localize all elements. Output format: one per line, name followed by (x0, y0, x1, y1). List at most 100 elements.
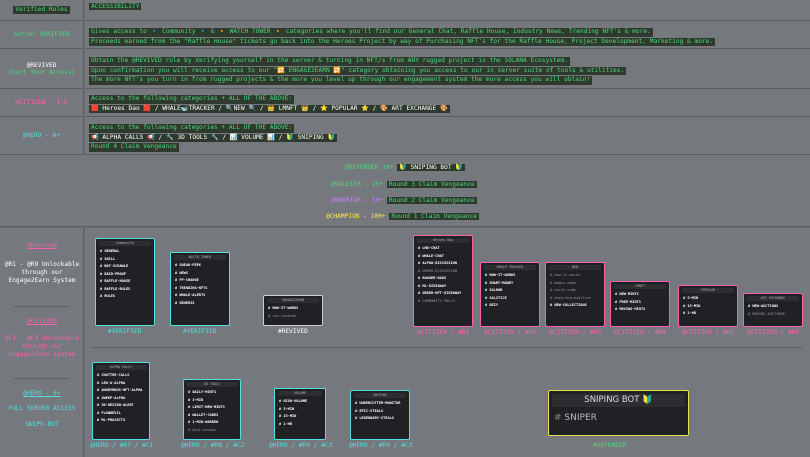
channel-item[interactable]: # NEW-COLLECTIONS (550, 303, 587, 307)
channel-item[interactable]: # FLOWDEVIL (97, 410, 121, 415)
channel-item[interactable]: # 5-MIN (683, 296, 699, 300)
category-header[interactable]: POPULAR (682, 288, 734, 293)
channel-item[interactable]: # mint-hounds (188, 427, 217, 432)
channel-item[interactable]: # MOVING-MINTS (615, 307, 646, 311)
channel-item[interactable]: # ALPHA-DISCUSSION (418, 261, 457, 265)
channel-item[interactable]: # 1-HR (683, 311, 696, 315)
channel-item[interactable]: # RAID-PROOF (100, 271, 126, 276)
channel-item[interactable]: # CHATTER-CALLS (97, 373, 130, 377)
left-hero-title: @HERO - 6+ (23, 390, 61, 397)
channel-item[interactable]: # NEWS (175, 270, 188, 275)
channel-item[interactable]: # FP-CHANGE (175, 278, 199, 282)
category-header[interactable]: SNIPING (354, 393, 406, 398)
channel-item[interactable]: # RAFFLE-HOUSE (100, 279, 131, 283)
channel-item[interactable]: # ML-GIVEAWAY (418, 283, 447, 288)
channel-item[interactable]: # RANGER-DAOS (418, 276, 447, 280)
channel-item[interactable]: # HOW-IT-WORKS (485, 273, 516, 277)
channel-item[interactable]: # WHALE-CHAT (418, 253, 444, 258)
channel-item[interactable]: # how-it-works (550, 273, 581, 277)
category-header[interactable]: 3D TOOLS (187, 382, 237, 387)
channel-item[interactable]: # 3D-DESIGN-ALERT (97, 403, 134, 407)
channel-item[interactable]: # LMD-CHAT (418, 246, 440, 250)
sniping-bot-title: SNIPING BOT (584, 395, 640, 405)
category-header[interactable]: LMNFT (614, 284, 666, 289)
channel-item[interactable]: # RAFFLE-RULES (100, 286, 131, 291)
row2-card-3: SNIPING # UNDERCUTTER-MONITOR # EPIC-STEAL… (350, 390, 410, 440)
hero-label-cell: @HERO - 6+ (0, 117, 84, 155)
channel-item[interactable]: # GENERIX (175, 300, 195, 305)
channel-item[interactable]: # BOT-SCRAWLE (100, 264, 129, 268)
left-citizen-block: @CITIZEN @C1 - @C3 Unlockable through ou… (4, 318, 80, 359)
channel-item[interactable]: # NEW-AUCTIONS (748, 304, 779, 308)
channel-item[interactable]: # LIMIT-NEW-MINTS (188, 405, 225, 409)
channel-item[interactable]: # HIGH-VOLUME (279, 399, 308, 403)
channel-item[interactable]: # 3-MIN (188, 397, 204, 402)
verified-label-cell: Server VERIFIED (0, 21, 84, 49)
channel-item[interactable]: # SOLHUB (485, 288, 503, 292)
row2-caption-1: @HERO / #R8 / #C2 (181, 442, 245, 449)
category-header[interactable]: Community (99, 241, 151, 246)
row1-caption-4: @CITIZEN / #R2 (484, 329, 537, 336)
channel-item[interactable]: # NEW-MINTS (615, 292, 639, 296)
channel-item[interactable]: # EPIC-STEALS (355, 408, 384, 413)
channel-item[interactable]: # use-rewards (268, 313, 297, 318)
channel-item[interactable]: # MOVING-AUCTIONS (748, 311, 785, 316)
channel-item[interactable]: # SWEEP-ALPHA (97, 395, 126, 400)
category-header[interactable]: WHALE TRACKER (484, 265, 536, 270)
channel-item[interactable]: # SNEAK-PEEK (175, 263, 201, 267)
category-header[interactable]: Heroes Dao (417, 238, 469, 243)
revived-sort-link[interactable]: (Sort Your Access) (7, 68, 76, 76)
channel-item[interactable]: # 5-MIN (279, 406, 295, 411)
channel-item[interactable]: # GENERAL (100, 249, 120, 253)
rank-defender: @DEFENDER 10+ 🔰 SNIPING BOT 🔰 (345, 164, 466, 173)
citizen-label: @CITIZEN - 1-5 (15, 99, 68, 106)
rank-soldier-role: @SOLDIER - 25+ (331, 181, 384, 188)
channel-item[interactable]: # TRENDING-NFTS (175, 285, 208, 290)
channel-item[interactable]: # SMART-MONEY (485, 280, 514, 285)
channel-item[interactable]: # DEZY (485, 303, 498, 307)
channel-item[interactable]: # LED-A-ALPHA (97, 380, 126, 385)
channel-item[interactable]: # UNDERCUTTER-MONITOR (355, 401, 401, 405)
channel-item[interactable]: # COMMUNITY-POLLS (418, 298, 455, 303)
channel-item[interactable]: # ML-PROJECTS (97, 418, 126, 422)
rank-champion-role: @CHAMPION - 100+ (326, 213, 386, 220)
row2-card-0: ALPHA CALLS # CHATTER-CALLS # LED-A-ALPHA #… (92, 362, 150, 440)
row1-card-8: ART EXCHANGE # NEW-AUCTIONS # MOVING-AUCTI… (743, 293, 803, 327)
channel-item[interactable]: # ORDER-DISCUSSION (418, 268, 457, 273)
channel-sniper-label: SNIPER (564, 413, 597, 423)
verified-line-2: Proceeds earned from the "Raffle House" … (89, 37, 716, 47)
left-hero-desc: FULL SERVER ACCESS (8, 405, 76, 412)
channel-item[interactable]: # 1-HR (279, 421, 292, 426)
channel-item[interactable]: # FREE-MINTS (615, 299, 641, 304)
left-revived-block: @Revived @R1 - @R9 Unlockable through ou… (4, 242, 80, 285)
channel-item[interactable]: # HOW-IT-WORKS (268, 306, 299, 310)
row1-card-0: Community # GENERAL # SHILL # BOT-SCRAWLE # … (95, 238, 155, 326)
category-header[interactable]: ART EXCHANGE (747, 296, 799, 301)
channel-item[interactable]: # WALLET-CODES (188, 412, 219, 417)
revived-line-2: Upon confirmation you will receive acces… (89, 66, 627, 76)
left-citizen-desc: @C1 - @C3 Unlockable through our Engage2… (4, 335, 80, 358)
channel-item[interactable]: # 15-MIN (683, 303, 701, 308)
category-header[interactable]: WATCH TOWER (174, 255, 226, 260)
channel-item[interactable]: # LEGENDARY-STEALS (355, 416, 394, 420)
channel-sniper[interactable]: # SNIPER (554, 413, 683, 423)
category-header[interactable]: ENGAGE2EARN (267, 298, 319, 303)
channel-item[interactable]: # RULES (100, 294, 116, 298)
channel-item[interactable]: # expiring-mintlist (550, 295, 592, 300)
channel-item[interactable]: # DAILY-MINTS (188, 390, 217, 394)
category-header[interactable]: VOLUME (278, 391, 322, 396)
category-header[interactable]: NEW (549, 265, 601, 270)
channel-item[interactable]: # coral-cube (550, 288, 576, 292)
channel-item[interactable]: # WHALE-ALERTS (175, 293, 206, 297)
channel-item[interactable]: # SHILL (100, 256, 116, 261)
rank-defender-reward: 🔰 SNIPING BOT 🔰 (397, 164, 466, 171)
channel-item[interactable]: # ANONYMOUS-NFT-ALPHA (97, 388, 143, 392)
channel-item[interactable]: # 1-MIN-WARDEN (188, 420, 219, 424)
hero-label: @HERO - 6+ (22, 132, 61, 139)
channel-item[interactable]: # magic-eden (550, 280, 576, 285)
row1-caption-3: @CITIZEN / #R1 (417, 329, 470, 336)
channel-item[interactable]: # ORDER-NFT-GIVEAWAY (418, 291, 462, 295)
category-header[interactable]: ALPHA CALLS (96, 365, 146, 370)
channel-item[interactable]: # SOLSTICE (485, 295, 507, 300)
channel-item[interactable]: # 15-MIN (279, 414, 297, 418)
